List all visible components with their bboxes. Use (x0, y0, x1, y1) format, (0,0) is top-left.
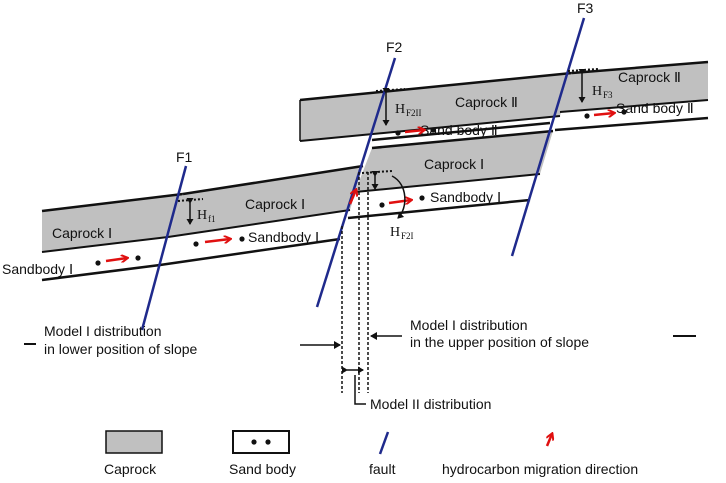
caprock-ii-middle (300, 73, 572, 141)
sand-grains (95, 109, 627, 266)
caprock-i-left (42, 194, 183, 252)
fault-f1 (140, 165, 188, 331)
fault-f3 (510, 17, 586, 257)
caprock-i-middle-label: Caprock Ⅰ (245, 196, 305, 212)
fault-f2-label: F2 (386, 39, 403, 55)
caprock-i-middle (168, 166, 363, 237)
caprock-ii-right (560, 62, 708, 112)
model1-lower-text-2: in lower position of slope (44, 341, 198, 357)
legend-migration-label: hydrocarbon migration direction (442, 461, 638, 477)
fault-f2 (315, 57, 397, 308)
block-between-f2-f3 (299, 71, 573, 220)
migration-arrows (105, 113, 614, 261)
throw-label-hf2ii: H F2II (395, 102, 422, 118)
distribution-bounds (341, 172, 369, 393)
svg-text:H: H (592, 84, 602, 99)
svg-text:f1: f1 (208, 214, 216, 224)
caprock-i-right-label: Caprock Ⅰ (424, 156, 484, 172)
block-left-of-f1 (41, 192, 184, 282)
svg-text:H: H (390, 225, 400, 240)
block-right-of-f3 (554, 60, 709, 132)
fault-f3-label: F3 (577, 0, 594, 16)
sand-body-ii-right-label: Sand body Ⅱ (616, 100, 694, 116)
throw-label-hf1: H f1 (197, 208, 216, 224)
svg-text:H: H (395, 102, 405, 117)
sandbody-i-middle-label: Sandbody Ⅰ (248, 229, 319, 245)
svg-text:F2I: F2I (401, 231, 414, 241)
sand-body-ii-middle-label: Sand body Ⅱ (420, 122, 498, 138)
svg-text:H: H (197, 208, 207, 223)
throw-markers (177, 68, 599, 225)
legend-caprock-swatch (105, 430, 163, 454)
throw-label-hf3: H F3 (592, 84, 613, 100)
caprock-i-left-label: Caprock Ⅰ (52, 225, 112, 241)
caprock-ii-middle-label: Caprock Ⅱ (455, 94, 518, 110)
model1-upper-text-2: in the upper position of slope (410, 334, 589, 350)
throw-label-hf2i: H F2I (390, 225, 414, 241)
svg-text:F2II: F2II (406, 108, 422, 118)
sandbody-i-left-label: Sandbody Ⅰ (2, 261, 73, 277)
model1-upper-text-1: Model I distribution (410, 317, 528, 333)
legend-sand-body-swatch (232, 430, 290, 454)
svg-text:F3: F3 (603, 90, 613, 100)
legend-fault-label: fault (369, 461, 396, 477)
legend-sand-body-label: Sand body (229, 461, 296, 477)
block-between-f1-f2 (159, 164, 364, 267)
model1-lower-text-1: Model I distribution (44, 323, 162, 339)
sandbody-i-right-label: Sandbody Ⅰ (430, 189, 501, 205)
legend: Caprock Sand body fault hydrocarbon migr… (104, 430, 638, 477)
legend-fault-swatch (378, 431, 390, 455)
caprock-ii-right-label: Caprock Ⅱ (618, 69, 681, 85)
model2-text: Model II distribution (370, 396, 491, 412)
model2-leader (354, 375, 366, 405)
fault-f1-label: F1 (176, 149, 193, 165)
legend-caprock-label: Caprock (104, 461, 157, 477)
legend-migration-swatch (545, 434, 552, 447)
